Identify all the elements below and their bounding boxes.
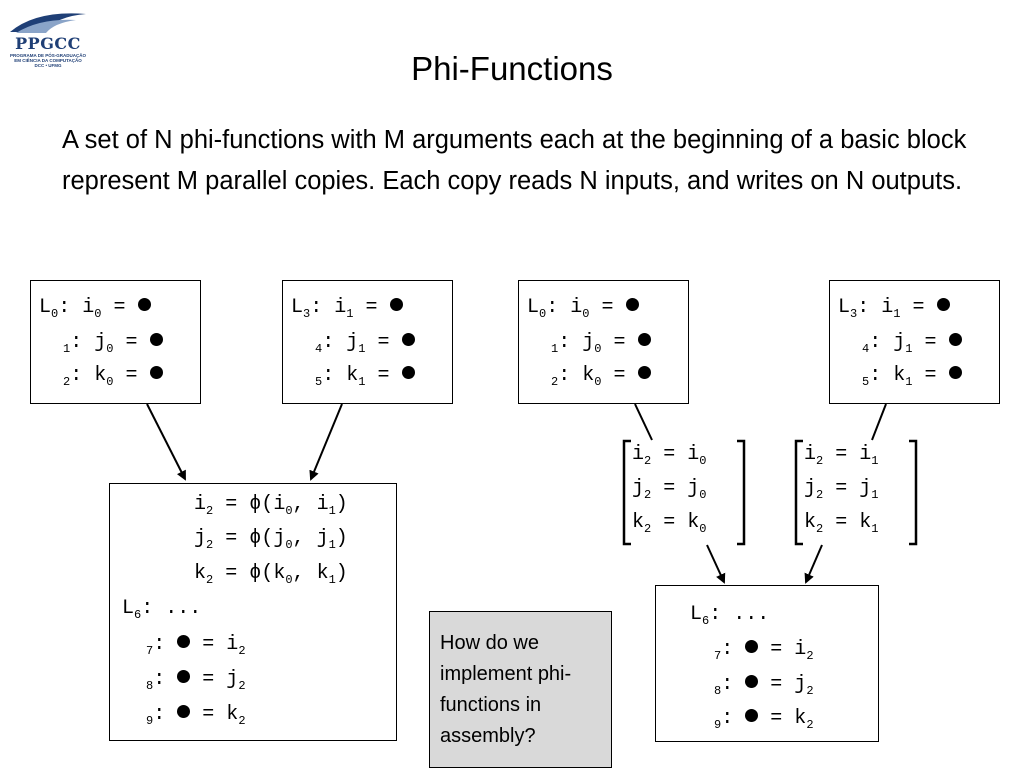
phi-line: i2 = ϕ(i0, i1)	[194, 493, 348, 518]
bracket-right-open	[794, 439, 803, 546]
bullet-icon	[401, 333, 415, 346]
arrow-l0-to-join	[146, 403, 186, 481]
bullet-icon	[745, 640, 759, 653]
bullet-icon	[177, 635, 191, 648]
bracket-left-open	[622, 439, 631, 546]
block-l6-phi: i2 = ϕ(i0, i1) j2 = ϕ(j0, j1) k2 = ϕ(k0,…	[109, 483, 397, 741]
use-line: 7: = i2	[714, 638, 814, 663]
code-line: 4: j1 =	[291, 332, 415, 355]
bullet-icon	[936, 298, 950, 311]
copy-line: k2 = k0	[632, 511, 707, 536]
question-callout: How do we implement phi-functions in ass…	[429, 611, 612, 768]
code-line: 5: k1 =	[291, 365, 415, 388]
arrow-copies-right-to-join	[804, 544, 823, 584]
bullet-icon	[637, 366, 651, 379]
code-line: 2: k0 =	[39, 365, 163, 388]
bullet-icon	[948, 366, 962, 379]
block-l3-right: L3: i1 = 4: j1 = 5: k1 =	[829, 280, 1000, 404]
bullet-icon	[745, 675, 759, 688]
bullet-icon	[948, 333, 962, 346]
ppgcc-logo: PPGCC PROGRAMA DE PÓS-GRADUAÇÃO EM CIÊNC…	[6, 6, 90, 70]
use-line: 7: = i2	[146, 633, 246, 658]
label-line: L6: ...	[690, 603, 770, 628]
logo-name: PPGCC	[15, 34, 81, 53]
line-l3-to-copies	[871, 403, 887, 441]
copy-line: i2 = i0	[632, 443, 707, 468]
phi-line: k2 = ϕ(k0, k1)	[194, 562, 348, 587]
logo-wing-icon	[10, 13, 86, 33]
bracket-left-close	[737, 439, 746, 546]
logo-line-2: EM CIÊNCIA DA COMPUTAÇÃO	[14, 58, 82, 63]
intro-paragraph: A set of N phi-functions with M argument…	[62, 126, 967, 195]
bullet-icon	[177, 705, 191, 718]
code-line: 4: j1 =	[838, 332, 962, 355]
bullet-icon	[389, 298, 403, 311]
code-line: 2: k0 =	[527, 365, 651, 388]
block-l0-right: L0: i0 = 1: j0 = 2: k0 =	[518, 280, 689, 404]
block-l0-left: L0: i0 = 1: j0 = 2: k0 =	[30, 280, 201, 404]
bullet-icon	[149, 366, 163, 379]
code-line: 1: j0 =	[39, 332, 163, 355]
code-line: L3: i1 =	[838, 297, 950, 320]
bullet-icon	[625, 298, 639, 311]
bullet-icon	[745, 709, 759, 722]
use-line: 9: = k2	[714, 707, 814, 732]
block-l6-copies: L6: ... 7: = i2 8: = j2 9: = k2	[655, 585, 879, 742]
phi-line: j2 = ϕ(j0, j1)	[194, 527, 348, 552]
code-line: L3: i1 =	[291, 297, 403, 320]
bullet-icon	[137, 298, 151, 311]
copy-line: j2 = j0	[632, 477, 707, 502]
block-l3-left: L3: i1 = 4: j1 = 5: k1 =	[282, 280, 453, 404]
code-line: 5: k1 =	[838, 365, 962, 388]
bullet-icon	[401, 366, 415, 379]
label-line: L6: ...	[122, 597, 202, 622]
code-line: L0: i0 =	[39, 297, 151, 320]
bullet-icon	[149, 333, 163, 346]
logo-line-1: PROGRAMA DE PÓS-GRADUAÇÃO	[9, 53, 87, 58]
use-line: 8: = j2	[714, 673, 814, 698]
arrow-l3-to-join	[309, 403, 343, 481]
use-line: 8: = j2	[146, 668, 246, 693]
bullet-icon	[177, 670, 191, 683]
copy-line: j2 = j1	[804, 477, 879, 502]
logo-line-3: DCC • UFMG	[34, 63, 62, 68]
code-line: L0: i0 =	[527, 297, 639, 320]
bullet-icon	[637, 333, 651, 346]
line-l0-to-copies	[634, 403, 653, 441]
slide-title: Phi-Functions	[411, 50, 613, 87]
use-line: 9: = k2	[146, 703, 246, 728]
copy-line: k2 = k1	[804, 511, 879, 536]
arrow-copies-left-to-join	[706, 544, 726, 584]
bracket-right-close	[909, 439, 918, 546]
code-line: 1: j0 =	[527, 332, 651, 355]
copy-line: i2 = i1	[804, 443, 879, 468]
